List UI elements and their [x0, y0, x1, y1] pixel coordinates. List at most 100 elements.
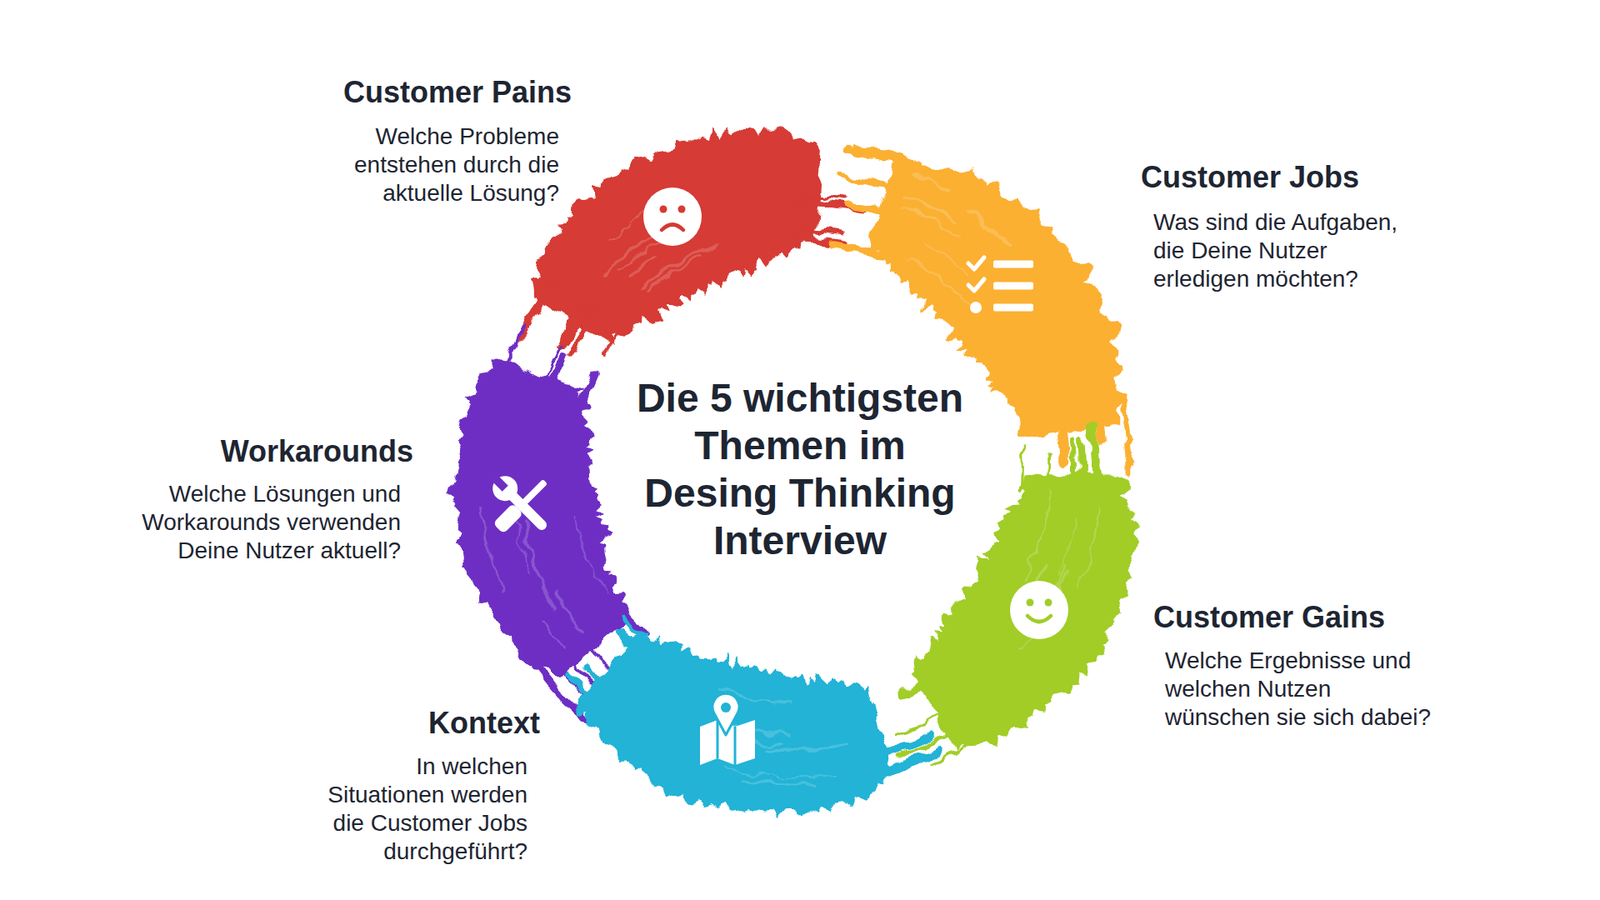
- brush-texture: [965, 210, 1010, 245]
- topic-question: Welche Probleme entstehen durch die aktu…: [349, 122, 560, 208]
- brush-body: [530, 127, 823, 345]
- check-mark: [968, 279, 985, 291]
- brush-bristle: [839, 176, 906, 194]
- topic-question: Welche Ergebnisse und welchen Nutzen wün…: [1165, 646, 1436, 732]
- face-eye: [678, 205, 686, 214]
- brush-stroke: [897, 424, 1140, 765]
- face-eye: [1026, 599, 1035, 607]
- brush-bristle: [582, 373, 595, 407]
- brush-bristle: [1046, 455, 1048, 491]
- brush-bristle: [1121, 400, 1130, 475]
- brush-bristle: [1080, 440, 1082, 494]
- topic-node: WorkaroundsWelche Lösungen und Workaroun…: [422, 334, 655, 704]
- topic-icon: [1010, 580, 1069, 640]
- brush-texture: [905, 195, 957, 223]
- topic-node: Customer JobsWas sind die Aufgaben, die …: [841, 132, 1151, 461]
- topic-node: KontextIn welchen Situationen werden die…: [551, 607, 918, 842]
- brush-body: [577, 633, 894, 818]
- brush-texture: [556, 592, 585, 636]
- face-mouth: [1027, 615, 1051, 622]
- brush-bristle: [1092, 424, 1096, 495]
- map-fold: [734, 726, 737, 765]
- brush-bristle: [1071, 438, 1074, 494]
- brush-texture: [912, 175, 949, 192]
- brush-texture: [644, 243, 720, 287]
- brush-bristle: [585, 668, 613, 694]
- brush-texture: [902, 206, 960, 237]
- topic-heading: Customer Jobs: [1140, 160, 1360, 195]
- map-pin-hole: [720, 702, 731, 713]
- topic-heading: Workarounds: [220, 434, 414, 470]
- brush-body: [912, 473, 1140, 750]
- brush-bristle: [501, 325, 525, 384]
- topic-question: Welche Lösungen und Workarounds verwende…: [137, 480, 401, 565]
- brush-texture: [908, 260, 970, 305]
- brush-bristle: [850, 205, 896, 220]
- brush-texture: [744, 780, 816, 786]
- brush-texture: [768, 746, 849, 751]
- brush-stroke: [832, 146, 1130, 475]
- topic-question: Was sind die Aufgaben, die Deine Nutzer …: [1153, 208, 1415, 294]
- brush-stroke: [520, 127, 862, 357]
- brush-bristle: [870, 759, 923, 776]
- brush-bristle: [618, 631, 644, 656]
- brush-bristle: [897, 706, 955, 735]
- face-eye: [1045, 599, 1053, 607]
- brush-bristle: [570, 315, 596, 355]
- brush-bristle: [800, 194, 846, 199]
- brush-texture: [1079, 508, 1101, 588]
- topic-heading: Kontext: [428, 705, 540, 741]
- brush-body: [867, 158, 1126, 437]
- brush-texture: [630, 255, 657, 276]
- topic-node: Customer PainsWelche Probleme entstehen …: [505, 101, 848, 370]
- topic-icon: [485, 469, 555, 538]
- brush-bristle: [1057, 414, 1064, 460]
- brush-stroke-shape: [886, 447, 1165, 775]
- topic-node: Customer GainsWelche Ergebnisse und welc…: [886, 447, 1165, 775]
- face-eye: [660, 205, 668, 214]
- list-line: [993, 304, 1034, 312]
- topic-heading: Customer Gains: [1153, 600, 1385, 635]
- check-mark: [968, 257, 985, 270]
- topic-heading: Customer Pains: [343, 75, 572, 110]
- brush-body: [447, 359, 630, 678]
- diagram-title: Die 5 wichtigsten Themen im Desing Think…: [630, 374, 970, 565]
- brush-bristle: [848, 150, 916, 168]
- brush-stroke-shape: [551, 607, 918, 842]
- list-line: [993, 260, 1034, 269]
- map-fold: [716, 720, 720, 759]
- brush-bristle: [866, 735, 933, 760]
- topic-icon: [968, 257, 1034, 314]
- brush-bristle: [580, 635, 610, 669]
- brush-bristle: [832, 244, 882, 257]
- brush-bristle: [520, 283, 554, 339]
- list-dot: [970, 301, 982, 314]
- brush-texture: [1060, 518, 1076, 575]
- brush-stroke: [569, 618, 938, 818]
- brush-texture: [725, 768, 836, 778]
- map-pin: [712, 693, 740, 735]
- brush-texture: [1025, 490, 1050, 579]
- brush-bristle: [1021, 448, 1023, 490]
- face-icon: [643, 187, 702, 246]
- brush-bristle: [548, 357, 564, 398]
- topic-icon: [700, 693, 755, 765]
- brush-bristle: [901, 676, 935, 695]
- wrench-head: [487, 470, 523, 506]
- brush-texture: [574, 515, 607, 595]
- brush-stroke-shape: [841, 132, 1151, 461]
- topic-icon: [643, 187, 702, 246]
- list-line: [993, 282, 1034, 290]
- face-icon: [1010, 580, 1069, 640]
- brush-stroke-shape: [422, 334, 655, 704]
- brush-texture: [646, 257, 700, 293]
- wrench-notch: [491, 475, 509, 492]
- brush-texture: [543, 620, 563, 650]
- brush-bristle: [800, 230, 842, 234]
- brush-bristle: [541, 345, 562, 395]
- brush-texture: [925, 243, 970, 275]
- face-mouth: [661, 225, 684, 231]
- topic-question: In welchen Situationen werden die Custom…: [312, 752, 528, 866]
- brush-bristle: [604, 333, 620, 357]
